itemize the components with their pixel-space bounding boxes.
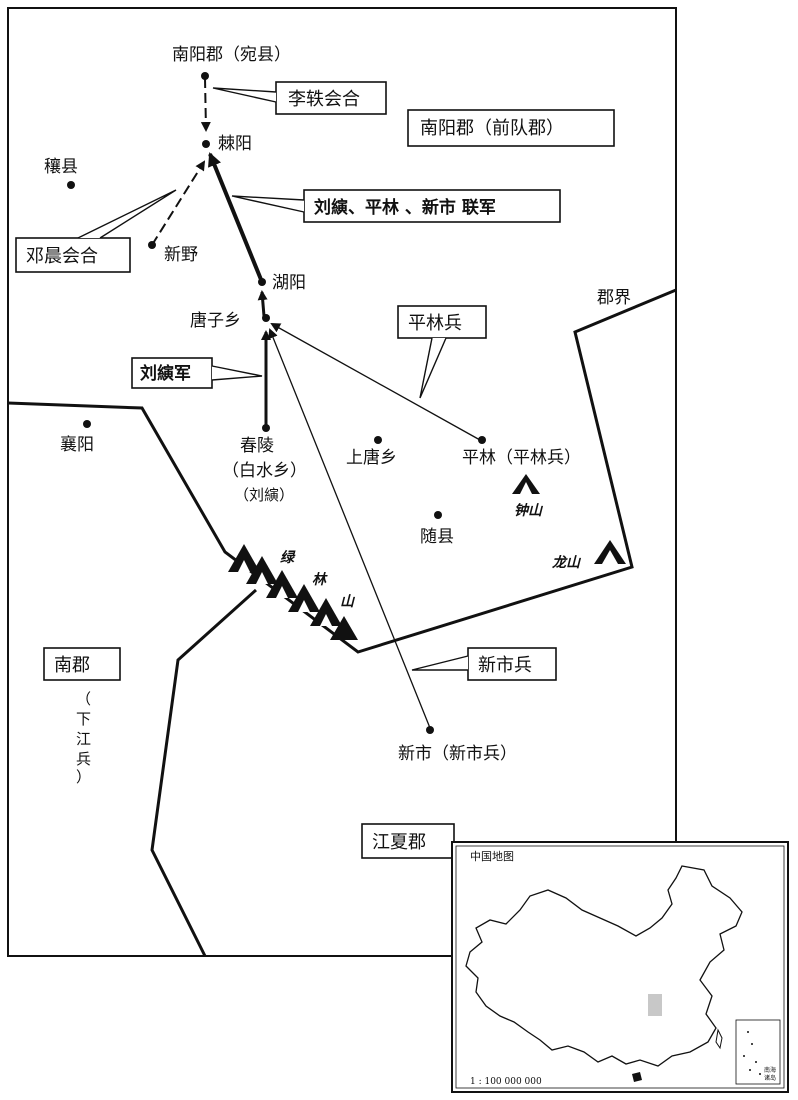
label-rangxian: 穰县: [44, 156, 78, 177]
mountain-lvlinshan-highlights: [238, 560, 332, 626]
svg-text:江: 江: [76, 730, 91, 748]
callout-pointer-coalition: [231, 195, 305, 213]
label-xiajiang-bing: （ 下 江 兵 ）: [76, 690, 91, 786]
inset-title: 中国地图: [470, 850, 514, 863]
label-nanjun: 南郡: [54, 655, 90, 676]
label-nanyang-qiandui: 南阳郡（前队郡）: [420, 118, 564, 139]
svg-text:林: 林: [312, 571, 328, 588]
map-frame: [7, 7, 677, 957]
label-zhongshan: 钟山: [514, 502, 544, 519]
hainan-icon: [632, 1072, 642, 1082]
label-longshan: 龙山: [551, 554, 582, 571]
callout-pointer-pinglin: [419, 337, 447, 399]
boundary-nanjun-jiangxia: [150, 588, 258, 957]
callout-liuyan-jun: 刘縯军: [140, 363, 191, 384]
label-liuyan: （刘縯）: [234, 486, 294, 504]
callout-pointer-deng-chen: [77, 189, 177, 239]
taiwan-icon: [715, 1028, 723, 1050]
svg-text:）: ）: [76, 768, 91, 786]
region-box-nanyang: [407, 109, 615, 147]
south-sea-label-1: 南海: [764, 1066, 776, 1074]
south-sea-inset: [735, 1019, 781, 1085]
label-xinye: 新野: [164, 245, 198, 265]
label-chunling: 春陵: [240, 436, 274, 456]
south-sea-label-2: 诸岛: [764, 1074, 776, 1082]
route-coalition: [208, 152, 264, 283]
region-box-nanjun: [43, 647, 121, 681]
callout-box-coalition: [303, 189, 561, 223]
route-deng-chen: [151, 160, 206, 246]
boundary-nanyang-south: [7, 288, 677, 654]
route-xinshi-army: [268, 328, 431, 729]
region-box-jiangxia: [361, 823, 455, 859]
route-tang-hu: [257, 290, 268, 317]
label-huyang: 湖阳: [272, 273, 306, 293]
svg-text:（: （: [76, 690, 91, 708]
mountain-zhongshan-icon: [512, 474, 540, 494]
label-shangtangxiang: 上唐乡: [346, 447, 397, 468]
label-pinglin: 平林（平林兵）: [462, 448, 581, 468]
callout-xinshi: 新市兵: [478, 655, 532, 676]
svg-text:下: 下: [76, 710, 91, 728]
route-li-yi: [200, 77, 211, 132]
mountain-lvlinshan-icon: [228, 544, 358, 640]
label-jiyang: 棘阳: [218, 134, 252, 154]
label-lvlinshan: 绿 林 山: [280, 549, 356, 610]
label-jiangxia: 江夏郡: [372, 832, 426, 853]
callout-deng-chen: 邓晨会合: [26, 246, 98, 267]
label-baishuixiang: （白水乡）: [222, 461, 307, 481]
inset-china-map: 中国地图 南海 诸岛 1 : 100 000 000: [451, 841, 789, 1093]
place-dots: [67, 72, 486, 734]
study-area-highlight: [648, 994, 662, 1016]
south-sea-islands: [743, 1031, 761, 1075]
callout-pointer-xinshi: [411, 655, 469, 671]
callout-coalition: 刘縯、平林 、新市 联军: [314, 197, 496, 218]
callout-pinglin: 平林兵: [408, 313, 462, 334]
callout-pointer-li-yi: [212, 87, 277, 103]
label-junjie: 郡界: [597, 288, 631, 308]
label-suixian: 随县: [420, 527, 454, 547]
inset-scale: 1 : 100 000 000: [470, 1077, 542, 1087]
mountain-longshan-icon: [594, 540, 626, 564]
callout-li-yi: 李轶会合: [288, 89, 360, 110]
label-nanyang-wan: 南阳郡（宛县）: [172, 45, 291, 65]
label-xinshi: 新市（新市兵）: [398, 744, 517, 764]
china-outline: [465, 865, 743, 1067]
callout-box-pinglin: [397, 305, 487, 339]
route-pinglin-army: [270, 323, 481, 441]
svg-text:绿: 绿: [280, 549, 296, 566]
label-tangzixiang: 唐子乡: [190, 310, 241, 331]
label-xiangyang: 襄阳: [60, 434, 94, 455]
callout-pointer-liuyan-jun: [211, 365, 263, 381]
callout-box-deng-chen: [15, 237, 131, 273]
svg-text:兵: 兵: [76, 750, 91, 768]
svg-text:山: 山: [340, 594, 356, 610]
